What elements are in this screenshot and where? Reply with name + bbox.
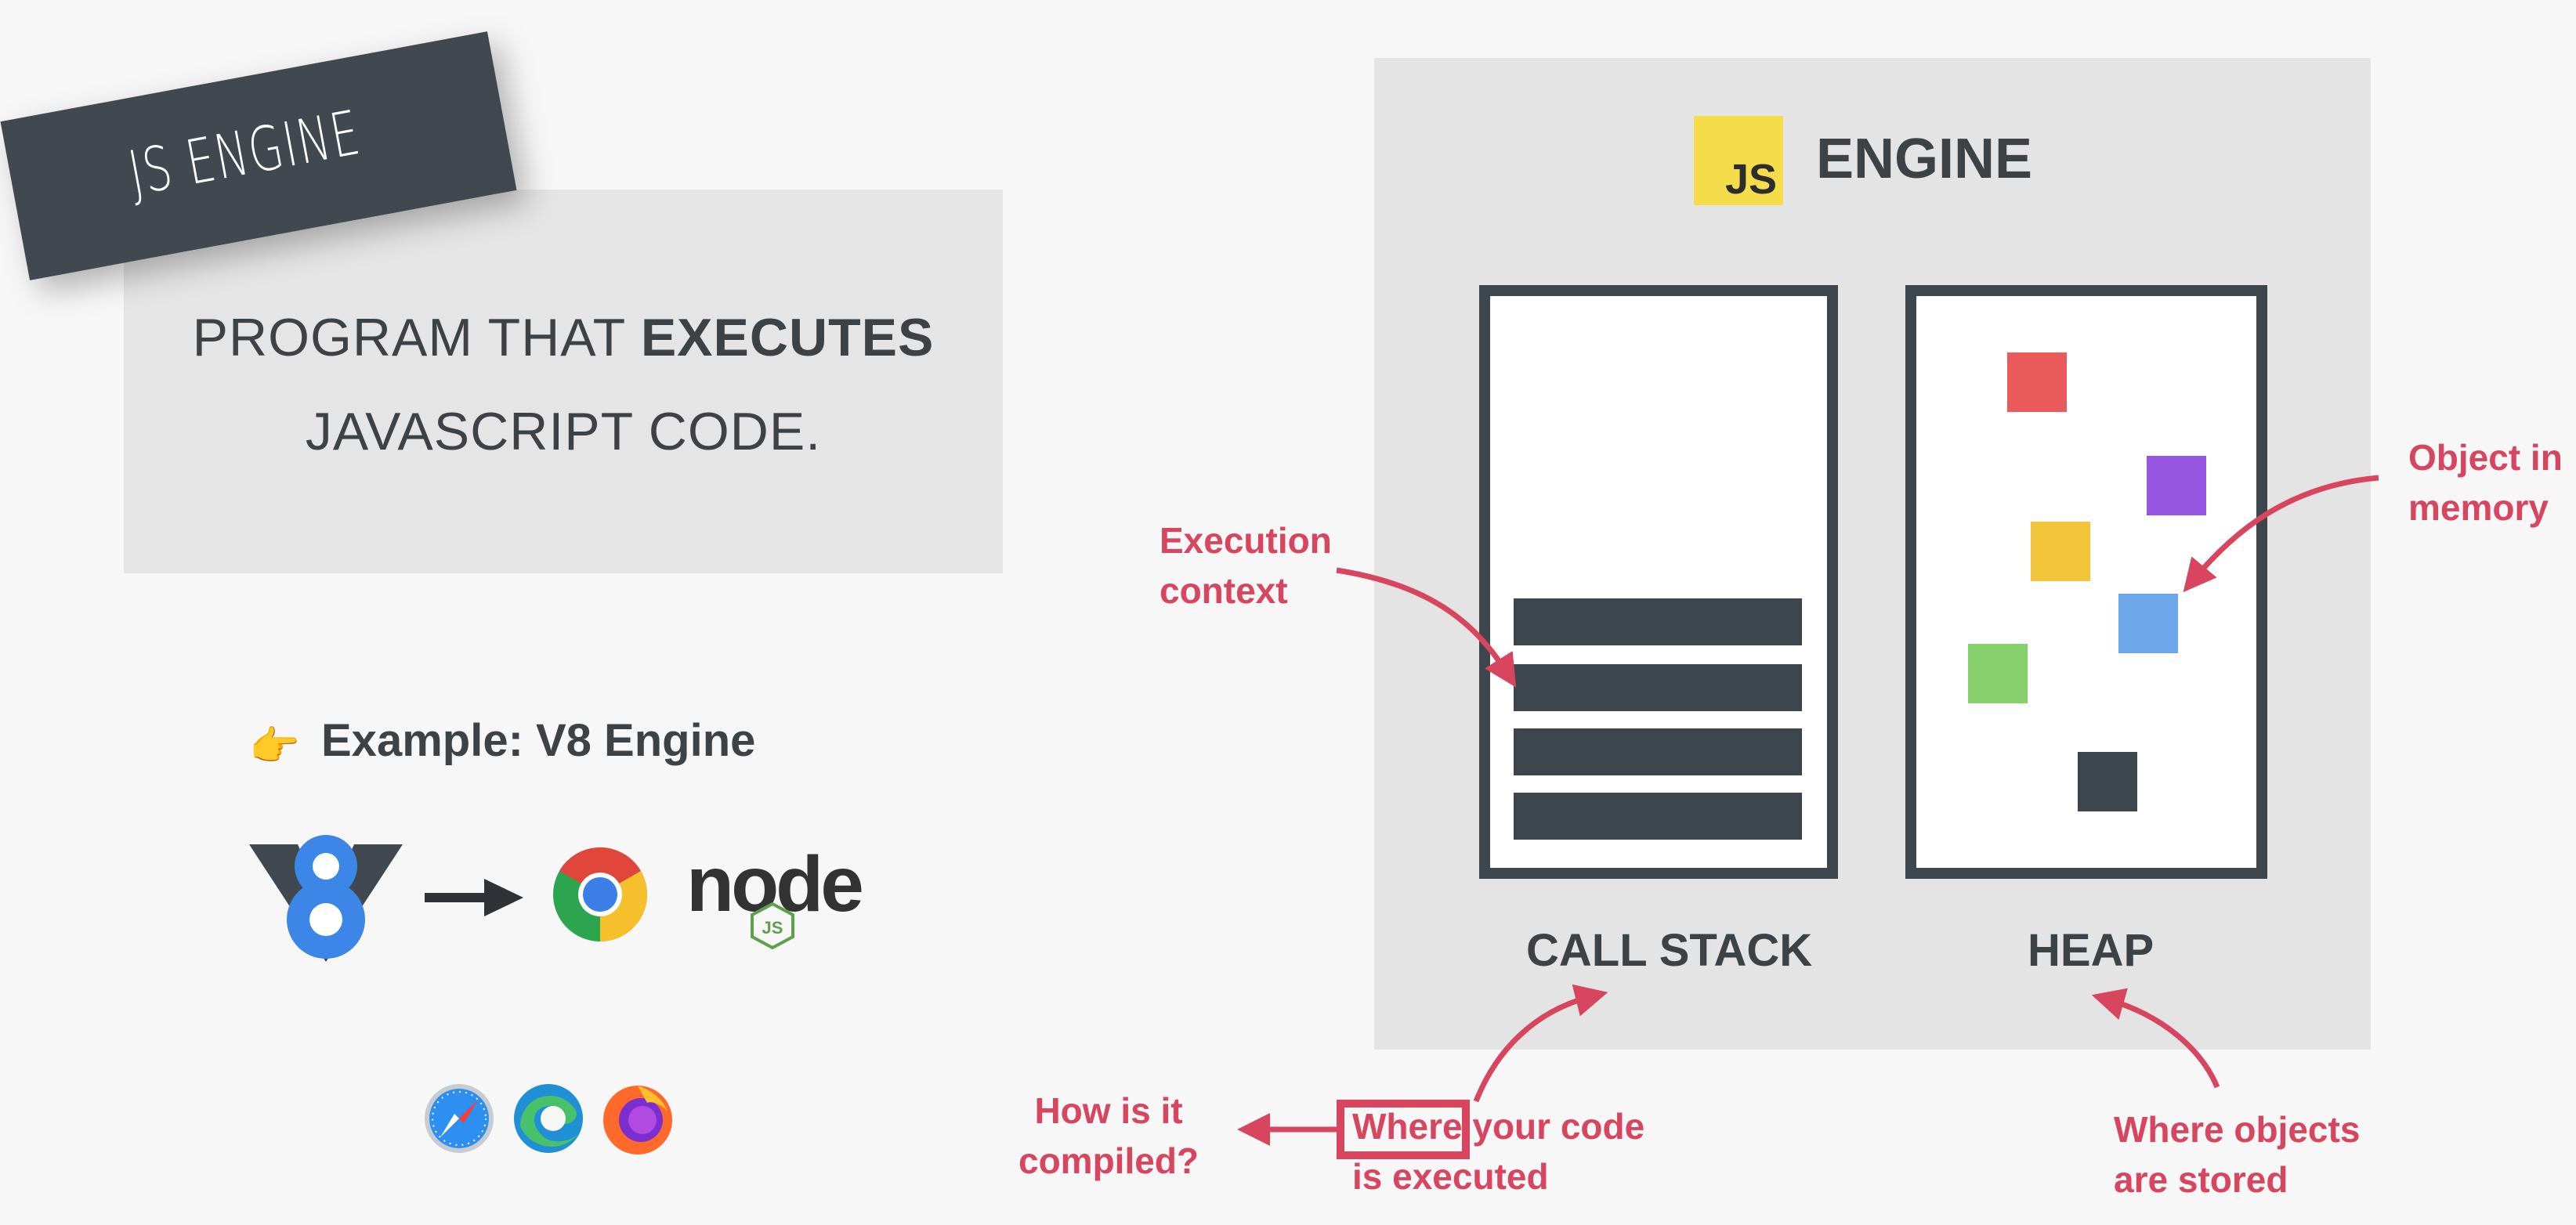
definition-panel: PROGRAM THAT EXECUTES JAVASCRIPT CODE. [124, 190, 1003, 573]
nodejs-logo-icon: node [686, 840, 864, 928]
heap-object [2118, 594, 2178, 653]
v8-logo-icon [249, 835, 403, 962]
heap-object [1968, 644, 2028, 703]
heap-label: HEAP [2028, 925, 2155, 976]
where-objects-arrow [2091, 988, 2220, 1089]
pointing-hand-icon: 👉 [249, 724, 300, 769]
arrow-right-icon [425, 879, 523, 916]
definition-line-1: PROGRAM THAT EXECUTES [192, 308, 935, 367]
execution-context-frame [1514, 793, 1802, 840]
where-code-arrow [1473, 984, 1608, 1103]
call-stack-box [1479, 285, 1838, 879]
edge-logo-icon [514, 1084, 583, 1153]
firefox-logo-icon [603, 1086, 672, 1155]
svg-text:JS: JS [762, 918, 783, 938]
execution-context-frame [1514, 598, 1802, 645]
execution-context-frame [1514, 728, 1802, 775]
safari-logo-icon [425, 1084, 494, 1153]
heap-object [2007, 352, 2067, 412]
heap-object [2147, 456, 2206, 515]
object-in-memory-arrow [2183, 475, 2379, 593]
heap-object [2031, 522, 2090, 581]
definition-line-2: JAVASCRIPT CODE. [305, 402, 822, 461]
engine-title: ENGINE [1816, 128, 2033, 190]
call-stack-label: CALL STACK [1526, 925, 1813, 976]
execution-context-frame [1514, 664, 1802, 711]
heap-object [2078, 752, 2137, 811]
example-label: Example: V8 Engine [321, 715, 756, 766]
js-logo-icon: JS [1694, 116, 1783, 205]
where-highlight-box [1337, 1100, 1470, 1159]
chrome-logo-icon [553, 847, 648, 941]
execution-context-arrow [1336, 567, 1517, 688]
nodejs-badge-icon: JS [751, 902, 794, 949]
